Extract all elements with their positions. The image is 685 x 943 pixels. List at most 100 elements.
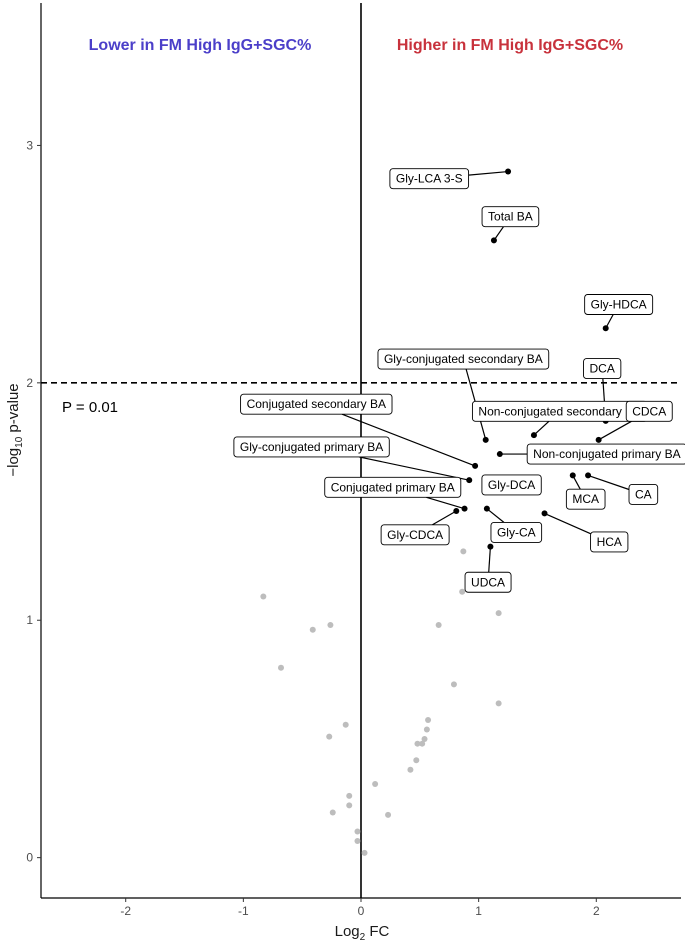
significant-point — [461, 505, 468, 512]
point-label: Gly-conjugated primary BA — [240, 440, 383, 454]
significant-point — [482, 436, 489, 443]
significant-point — [569, 472, 576, 479]
label-leader — [426, 496, 465, 510]
x-tick-label: 2 — [593, 904, 600, 918]
label-leader — [358, 456, 470, 481]
threshold-label: P = 0.01 — [62, 399, 118, 416]
nonsignificant-point — [407, 766, 414, 773]
x-tick-label: -2 — [120, 904, 131, 918]
point-label-box — [628, 483, 659, 505]
nonsignificant-point — [342, 721, 349, 728]
significant-point — [483, 505, 490, 512]
nonsignificant-point — [450, 681, 457, 688]
x-tick-label: 1 — [475, 904, 482, 918]
nonsignificant-point — [329, 809, 336, 816]
nonsignificant-point — [260, 593, 267, 600]
nonsignificant-point — [309, 626, 316, 633]
y-tick-label: 1 — [26, 613, 33, 627]
nonsignificant-point — [459, 588, 466, 595]
nonsignificant-point — [414, 740, 421, 747]
significant-point — [490, 237, 497, 244]
x-axis-title: Log2 FC — [335, 923, 390, 943]
point-label: Gly-CA — [497, 525, 536, 539]
significant-point — [585, 472, 592, 479]
significant-point — [453, 508, 460, 515]
nonsignificant-point — [419, 740, 426, 747]
point-label-box — [526, 443, 685, 465]
point-label: Non-conjugated secondary BA — [478, 404, 641, 418]
label-leader — [587, 474, 630, 491]
nonsignificant-point — [435, 621, 442, 628]
point-label: CDCA — [632, 404, 666, 418]
point-label-box — [389, 168, 470, 190]
nonsignificant-point — [413, 757, 420, 764]
point-label: UDCA — [471, 575, 505, 589]
nonsignificant-point — [346, 792, 353, 799]
point-label-box — [625, 400, 673, 422]
point-label-box — [377, 348, 550, 370]
nonsignificant-point — [495, 700, 502, 707]
point-label-box — [240, 393, 393, 415]
label-leader — [341, 413, 476, 467]
point-label-box — [464, 571, 512, 593]
nonsignificant-point — [327, 621, 334, 628]
point-label: DCA — [590, 362, 615, 376]
nonsignificant-point — [423, 726, 430, 733]
y-tick-label: 3 — [26, 138, 33, 152]
point-labels: Gly-LCA 3-S Total BA Gly-HDCA DCA Gly-conjug… — [233, 168, 685, 593]
nonsignificant-point — [460, 548, 467, 555]
nonsignificant-point — [326, 733, 333, 740]
point-label: HCA — [597, 535, 622, 549]
point-label: Gly-HDCA — [591, 297, 647, 311]
nonsignificant-point — [495, 610, 502, 617]
significant-point — [595, 436, 602, 443]
y-tick-label: 0 — [26, 851, 33, 865]
nonsignificant-point — [372, 781, 379, 788]
label-leader — [468, 170, 509, 176]
nonsignificant-point — [421, 735, 428, 742]
label-leader — [598, 420, 632, 441]
point-label: CA — [635, 487, 652, 501]
nonsignificant-point — [346, 802, 353, 809]
nonsignificant-point — [361, 849, 368, 856]
significant-point — [466, 477, 473, 484]
y-tick-label: 2 — [26, 376, 33, 390]
significant-point — [487, 543, 494, 550]
point-label-box — [481, 206, 540, 228]
nonsignificant-point — [278, 664, 284, 671]
label-leader — [488, 546, 492, 573]
point-label-box — [584, 294, 654, 315]
nonsignificant-points — [260, 548, 502, 856]
point-label-box — [490, 521, 543, 543]
point-label-box — [583, 358, 622, 380]
point-label: Non-conjugated primary BA — [533, 447, 680, 461]
region-title-higher: Higher in FM High IgG+SGC% — [397, 37, 623, 54]
point-label-box — [324, 476, 462, 498]
significant-point — [530, 432, 537, 439]
point-label: MCA — [572, 492, 599, 506]
x-tick-label: 0 — [358, 904, 365, 918]
nonsignificant-point — [385, 811, 392, 818]
nonsignificant-point — [354, 838, 361, 845]
label-leader — [486, 508, 505, 523]
significant-point — [505, 168, 512, 175]
significant-point — [472, 462, 479, 469]
nonsignificant-point — [425, 716, 432, 723]
point-label: Total BA — [488, 210, 533, 224]
point-label-box — [481, 474, 542, 496]
y-axis-title: −log10 p-value — [5, 383, 25, 476]
point-label: Gly-LCA 3-S — [396, 172, 463, 186]
x-tick-label: -1 — [238, 904, 249, 918]
point-label-box — [590, 531, 629, 553]
significant-point — [602, 325, 609, 332]
label-leader — [533, 420, 550, 436]
significant-point — [496, 451, 503, 458]
point-label-box — [565, 488, 606, 510]
label-leader — [432, 510, 457, 526]
label-leader — [544, 512, 591, 535]
point-label-box — [233, 436, 390, 458]
point-label: Conjugated secondary BA — [247, 397, 386, 411]
point-label-box — [380, 524, 450, 546]
point-label: Gly-conjugated secondary BA — [384, 352, 543, 366]
